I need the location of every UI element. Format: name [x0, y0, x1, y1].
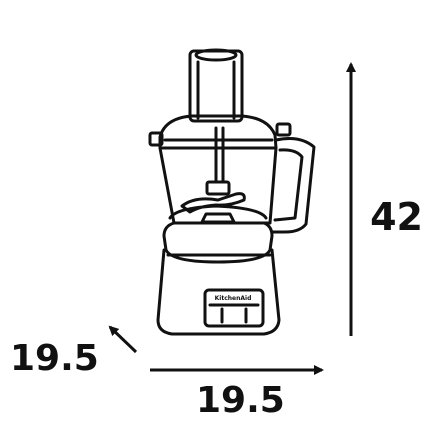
blade-assembly [168, 126, 268, 224]
control-panel [203, 288, 265, 328]
width-label: 19.5 [196, 380, 285, 421]
work-bowl [158, 137, 316, 234]
height-label: 42 [370, 195, 423, 239]
brand-label: KitchenAid [215, 295, 252, 302]
feed-tube [188, 48, 244, 123]
lid [148, 114, 292, 150]
motor-base [156, 221, 281, 336]
depth-arrow [108, 325, 138, 354]
depth-label: 19.5 [10, 338, 99, 379]
